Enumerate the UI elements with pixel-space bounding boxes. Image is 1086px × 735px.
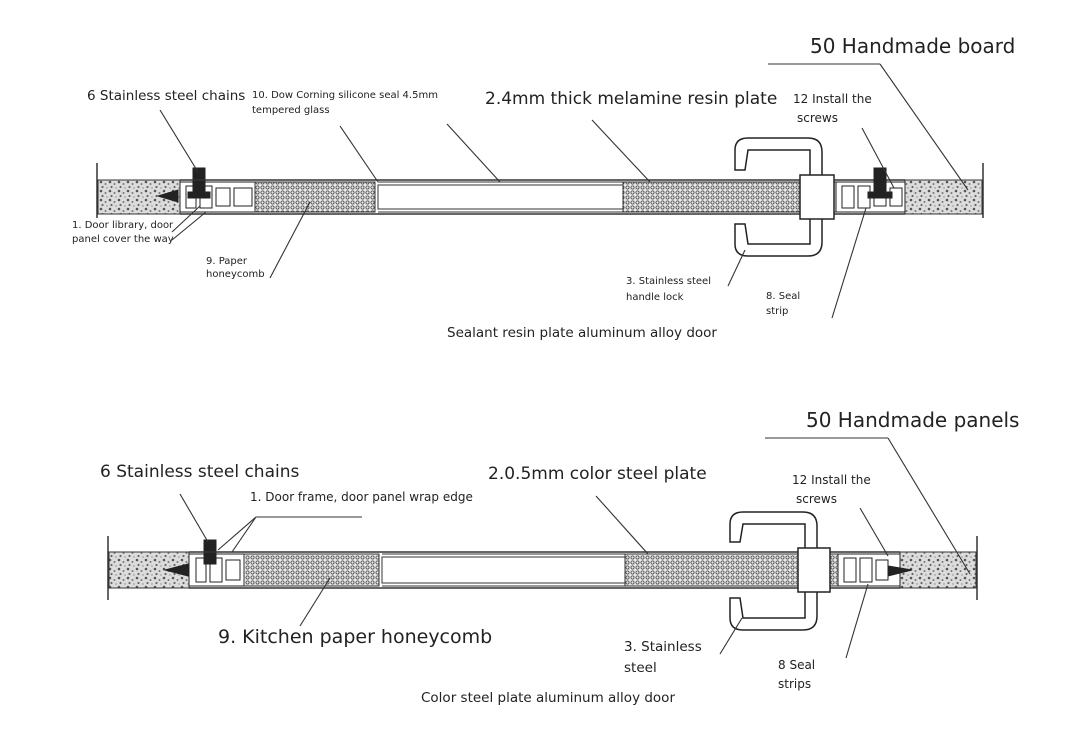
frame-left (156, 167, 256, 213)
top-label-honeycomb-line1: 9. Paper (206, 256, 248, 267)
wall-panel-right (899, 551, 977, 589)
bottom-label-chains: 6 Stainless steel chains (100, 462, 300, 482)
bottom-label-seal-line2: strips (778, 677, 812, 691)
top-label-frame-line1: 1. Door library, door (72, 220, 174, 231)
top-label-silicone-line2: tempered glass (252, 105, 330, 116)
bottom-label-steel-line2: steel (624, 660, 657, 676)
handle-top (734, 137, 835, 257)
panel-window (381, 556, 626, 584)
bottom-door-section (107, 437, 978, 659)
top-label-frame-line2: panel cover the way (72, 234, 174, 245)
wall-panel-right (904, 179, 983, 215)
bottom-label-steel-line1: 3. Stainless (624, 639, 702, 655)
bottom-caption: Color steel plate aluminum alloy door (421, 690, 675, 706)
bottom-title: 50 Handmade panels (806, 408, 1020, 432)
bottom-label-steel-plate: 2.0.5mm color steel plate (488, 464, 707, 484)
top-label-resin-plate: 2.4mm thick melamine resin plate (485, 89, 778, 109)
top-label-screws-line1: 12 Install the (793, 92, 872, 106)
frame-right (837, 553, 913, 587)
frame-left (163, 539, 245, 587)
top-label-screws-line2: screws (797, 111, 838, 125)
top-label-handle-line2: handle lock (626, 292, 684, 303)
handle-bottom (729, 511, 831, 631)
top-label-handle-line1: 3. Stainless steel (626, 276, 711, 287)
top-label-honeycomb-line2: honeycomb (206, 269, 265, 280)
top-label-seal-line1: 8. Seal (766, 291, 801, 302)
bottom-label-frame: 1. Door frame, door panel wrap edge (250, 490, 473, 504)
top-caption: Sealant resin plate aluminum alloy door (447, 325, 717, 341)
bottom-leader-lines (179, 437, 971, 659)
bottom-label-screws-line1: 12 Install the (792, 473, 871, 487)
bottom-label-screws-line2: screws (796, 492, 837, 506)
top-door-section (96, 63, 984, 319)
top-label-seal-line2: strip (766, 306, 789, 317)
top-label-chains: 6 Stainless steel chains (87, 88, 246, 104)
bottom-label-seal-line1: 8 Seal (778, 658, 816, 672)
honeycomb-left (254, 181, 376, 213)
top-leader-lines (159, 63, 969, 319)
bottom-label-honeycomb: 9. Kitchen paper honeycomb (218, 626, 493, 648)
frame-right (835, 167, 906, 213)
glass-pane (377, 184, 624, 210)
honeycomb-left (243, 553, 380, 587)
top-title: 50 Handmade board (810, 34, 1016, 58)
top-label-silicone-line1: 10. Dow Corning silicone seal 4.5mm (252, 90, 438, 101)
